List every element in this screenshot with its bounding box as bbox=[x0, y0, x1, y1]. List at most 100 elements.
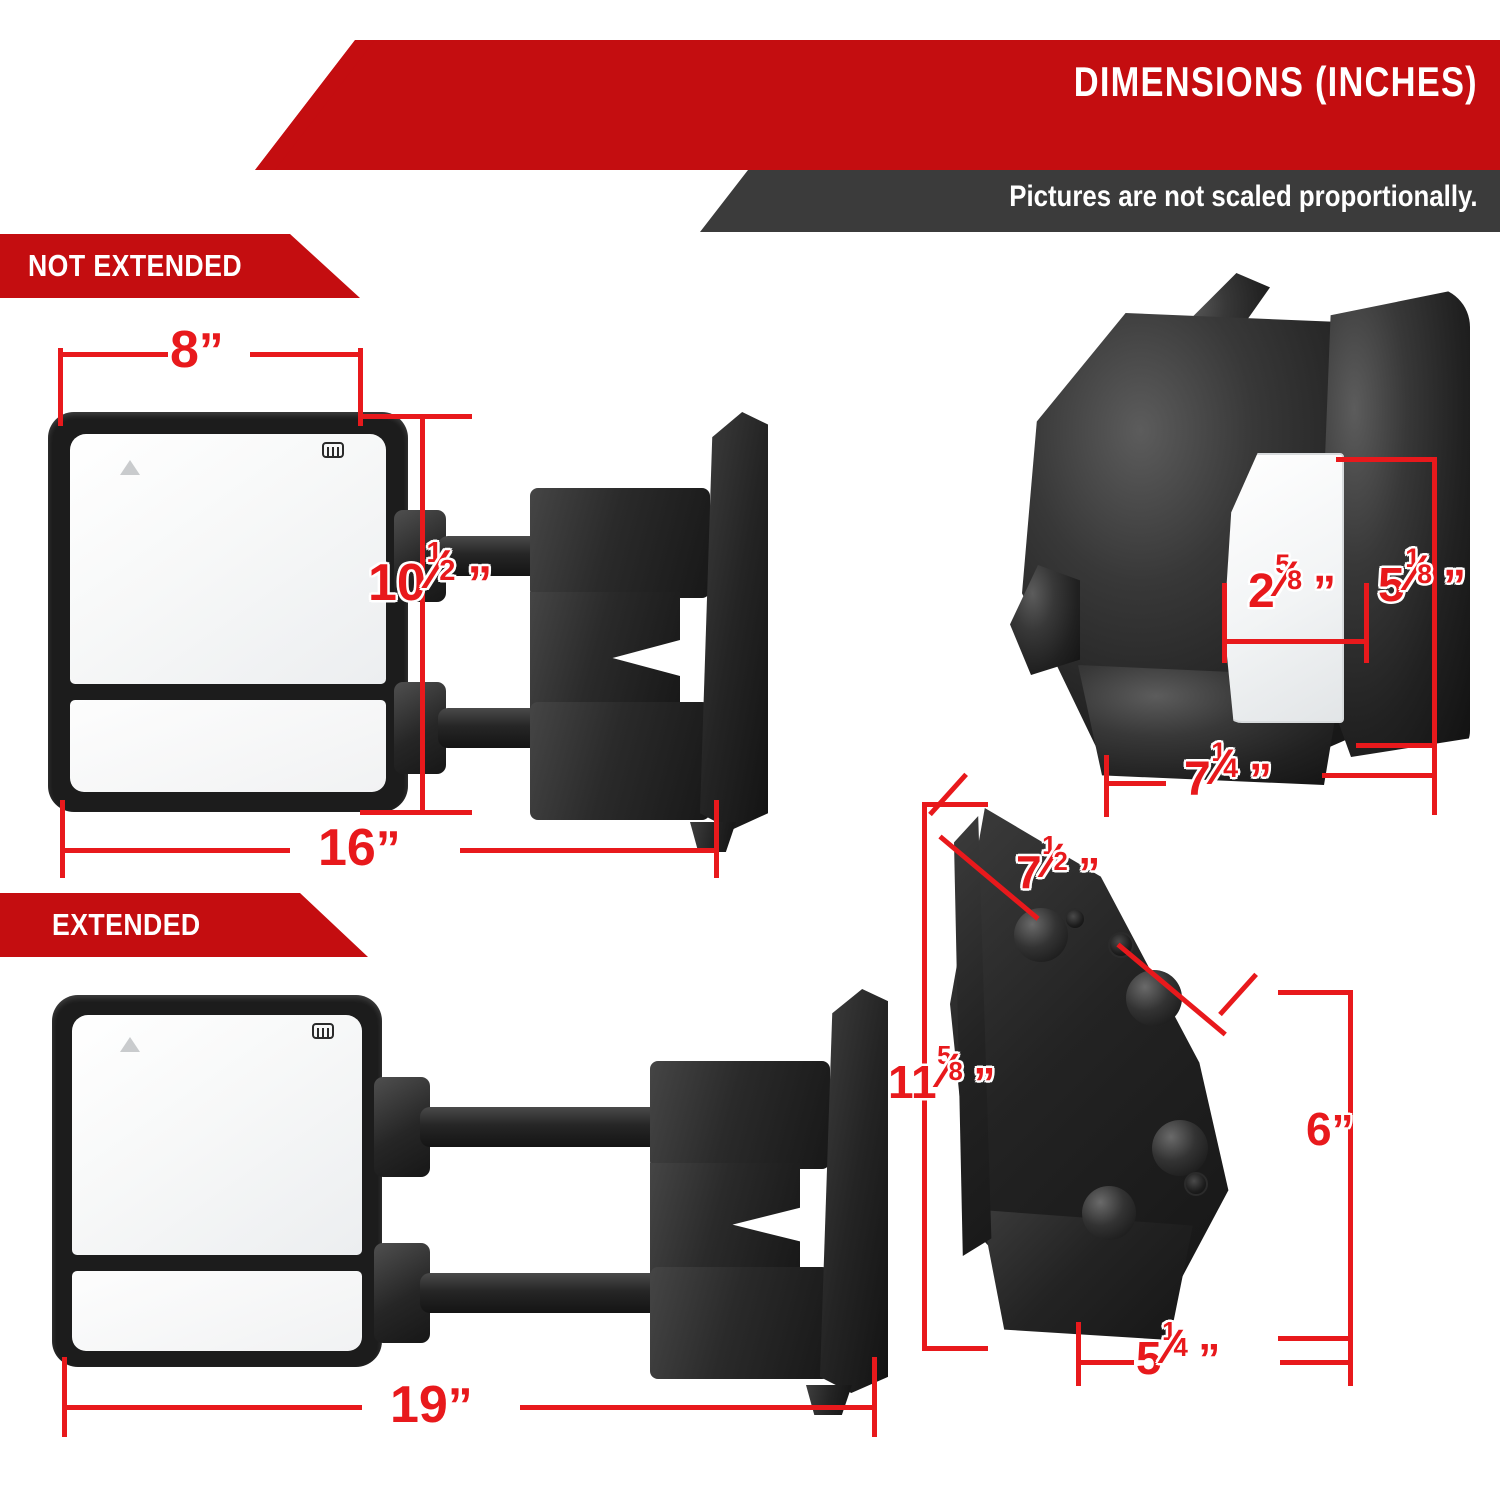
dim-10half-unit: ” bbox=[467, 556, 493, 611]
dim-514-tick-left bbox=[1076, 1322, 1081, 1386]
dim-19in-line-a bbox=[62, 1405, 362, 1410]
dim-518-line bbox=[1432, 457, 1437, 747]
dim-712-fraction: 1⁄2 bbox=[1042, 834, 1079, 888]
dim-714-line-b bbox=[1322, 773, 1436, 778]
dim-6in-unit: ” bbox=[1331, 1106, 1354, 1155]
backplate-screw-1 bbox=[1064, 908, 1086, 930]
dim-label-6in: 6” bbox=[1306, 1106, 1353, 1153]
dim-258-tick-left bbox=[1222, 583, 1227, 663]
dim-258-numerator: 5 bbox=[1275, 548, 1291, 579]
dim-712-denominator: 2 bbox=[1053, 847, 1068, 876]
page-subtitle: Pictures are not scaled proportionally. bbox=[1009, 180, 1478, 213]
dim-8in-line-a bbox=[58, 352, 168, 357]
dim-10half-whole: 10 bbox=[368, 554, 426, 612]
tag-not-extended: NOT EXTENDED bbox=[0, 234, 360, 298]
fraction-slash-icon: ⁄ bbox=[1279, 549, 1289, 607]
mirror-bracket-lower-ext bbox=[650, 1267, 830, 1379]
dim-714-unit: ” bbox=[1249, 754, 1272, 805]
header-gray-banner bbox=[700, 170, 1500, 232]
dim-1158-line bbox=[922, 802, 927, 1350]
dim-16in-line-b bbox=[460, 848, 718, 853]
heated-mirror-icon bbox=[322, 442, 344, 458]
dim-16in-value: 16 bbox=[318, 819, 376, 877]
dim-518-numerator: 1 bbox=[1405, 542, 1421, 573]
fraction-slash-icon: ⁄ bbox=[1046, 834, 1055, 889]
backplate-lower-lip bbox=[981, 1210, 1193, 1340]
backplate-ball-1 bbox=[1014, 908, 1068, 962]
dim-712-whole: 7 bbox=[1016, 846, 1042, 898]
dim-6in-line bbox=[1348, 990, 1353, 1340]
dim-6in-value: 6 bbox=[1306, 1103, 1332, 1155]
dim-514-line-a bbox=[1076, 1360, 1134, 1365]
dim-712-tick-start bbox=[928, 772, 968, 817]
dim-514-tick-right bbox=[1348, 1312, 1353, 1386]
dim-8in-tick-right bbox=[358, 348, 363, 426]
dim-258-unit: ” bbox=[1313, 566, 1336, 617]
dim-518-unit: ” bbox=[1443, 560, 1466, 611]
mirror-glass-convex-ext bbox=[72, 1271, 362, 1351]
dim-8in-value: 8 bbox=[170, 321, 199, 379]
dim-518-fraction: 1⁄8 bbox=[1405, 545, 1443, 601]
mirror-arm-upper-ext bbox=[420, 1107, 668, 1147]
dim-19in-unit: ” bbox=[447, 1378, 473, 1433]
dim-258-denominator: 8 bbox=[1287, 565, 1303, 596]
mirror-glass-convex bbox=[70, 700, 386, 792]
dim-19in-tick-right bbox=[872, 1357, 877, 1437]
dim-714-tick-left bbox=[1104, 755, 1109, 817]
dim-258-tick-right bbox=[1364, 583, 1369, 663]
dim-514-unit: ” bbox=[1198, 1335, 1221, 1384]
dim-714-fraction: 1⁄4 bbox=[1211, 739, 1249, 795]
dim-10half-fraction: 1⁄2 bbox=[426, 539, 468, 600]
dim-258-whole: 2 bbox=[1248, 565, 1275, 618]
dim-label-16in: 16” bbox=[318, 822, 401, 874]
dim-label-8in: 8” bbox=[170, 324, 224, 376]
mirror-arm-upper bbox=[438, 536, 548, 576]
dim-514-whole: 5 bbox=[1136, 1332, 1162, 1384]
backplate-ball-3 bbox=[1152, 1120, 1208, 1176]
dim-8in-line-b bbox=[250, 352, 362, 357]
dim-1158-whole: 11 bbox=[888, 1056, 937, 1108]
mirror-extended-view: 19” bbox=[0, 975, 960, 1445]
dim-10half-tick-bot bbox=[360, 810, 472, 815]
dim-518-whole: 5 bbox=[1378, 559, 1405, 612]
dim-1158-numerator: 5 bbox=[937, 1042, 952, 1071]
page-title: DIMENSIONS (INCHES) bbox=[1073, 58, 1478, 105]
dim-514-denominator: 4 bbox=[1173, 1333, 1188, 1362]
backplate-harness-port bbox=[1184, 1172, 1208, 1196]
turn-signal-lens bbox=[1224, 453, 1344, 723]
dim-19in-value: 19 bbox=[390, 1376, 448, 1434]
dim-712-unit: ” bbox=[1078, 849, 1101, 898]
dim-514-numerator: 1 bbox=[1162, 1318, 1177, 1347]
dim-518-denominator: 8 bbox=[1417, 559, 1433, 590]
dim-1158-tick-top bbox=[922, 802, 988, 807]
mirror-bracket-mid-ext bbox=[650, 1163, 800, 1275]
dim-6in-tick-bot bbox=[1278, 1336, 1352, 1341]
dim-label-19in: 19” bbox=[390, 1379, 473, 1431]
dim-714-line-a bbox=[1104, 781, 1166, 786]
mirror-arm-lower-ext bbox=[420, 1273, 668, 1313]
mirror-glass-main bbox=[70, 434, 386, 684]
mirror-glass-main-ext bbox=[72, 1015, 362, 1255]
dim-10half-denominator: 2 bbox=[439, 554, 456, 587]
header-red-banner bbox=[255, 40, 1500, 170]
mirror-bracket-upper bbox=[530, 488, 710, 598]
tag-extended-label: EXTENDED bbox=[52, 907, 201, 942]
mirror-base-plate-ext bbox=[820, 989, 888, 1393]
dim-258-line bbox=[1222, 639, 1369, 644]
dim-518-tick-top bbox=[1336, 457, 1436, 462]
backplate-ball-4 bbox=[1082, 1186, 1136, 1240]
fraction-slash-icon: ⁄ bbox=[1409, 543, 1419, 601]
dim-16in-unit: ” bbox=[375, 821, 401, 876]
fraction-slash-icon: ⁄ bbox=[431, 538, 441, 600]
triangle-marker-icon-ext bbox=[120, 1037, 140, 1052]
dim-712-numerator: 1 bbox=[1042, 832, 1057, 861]
dim-8in-tick-left bbox=[58, 348, 63, 426]
mirror-arm-lower bbox=[438, 708, 548, 748]
heated-mirror-icon-ext bbox=[312, 1023, 334, 1039]
